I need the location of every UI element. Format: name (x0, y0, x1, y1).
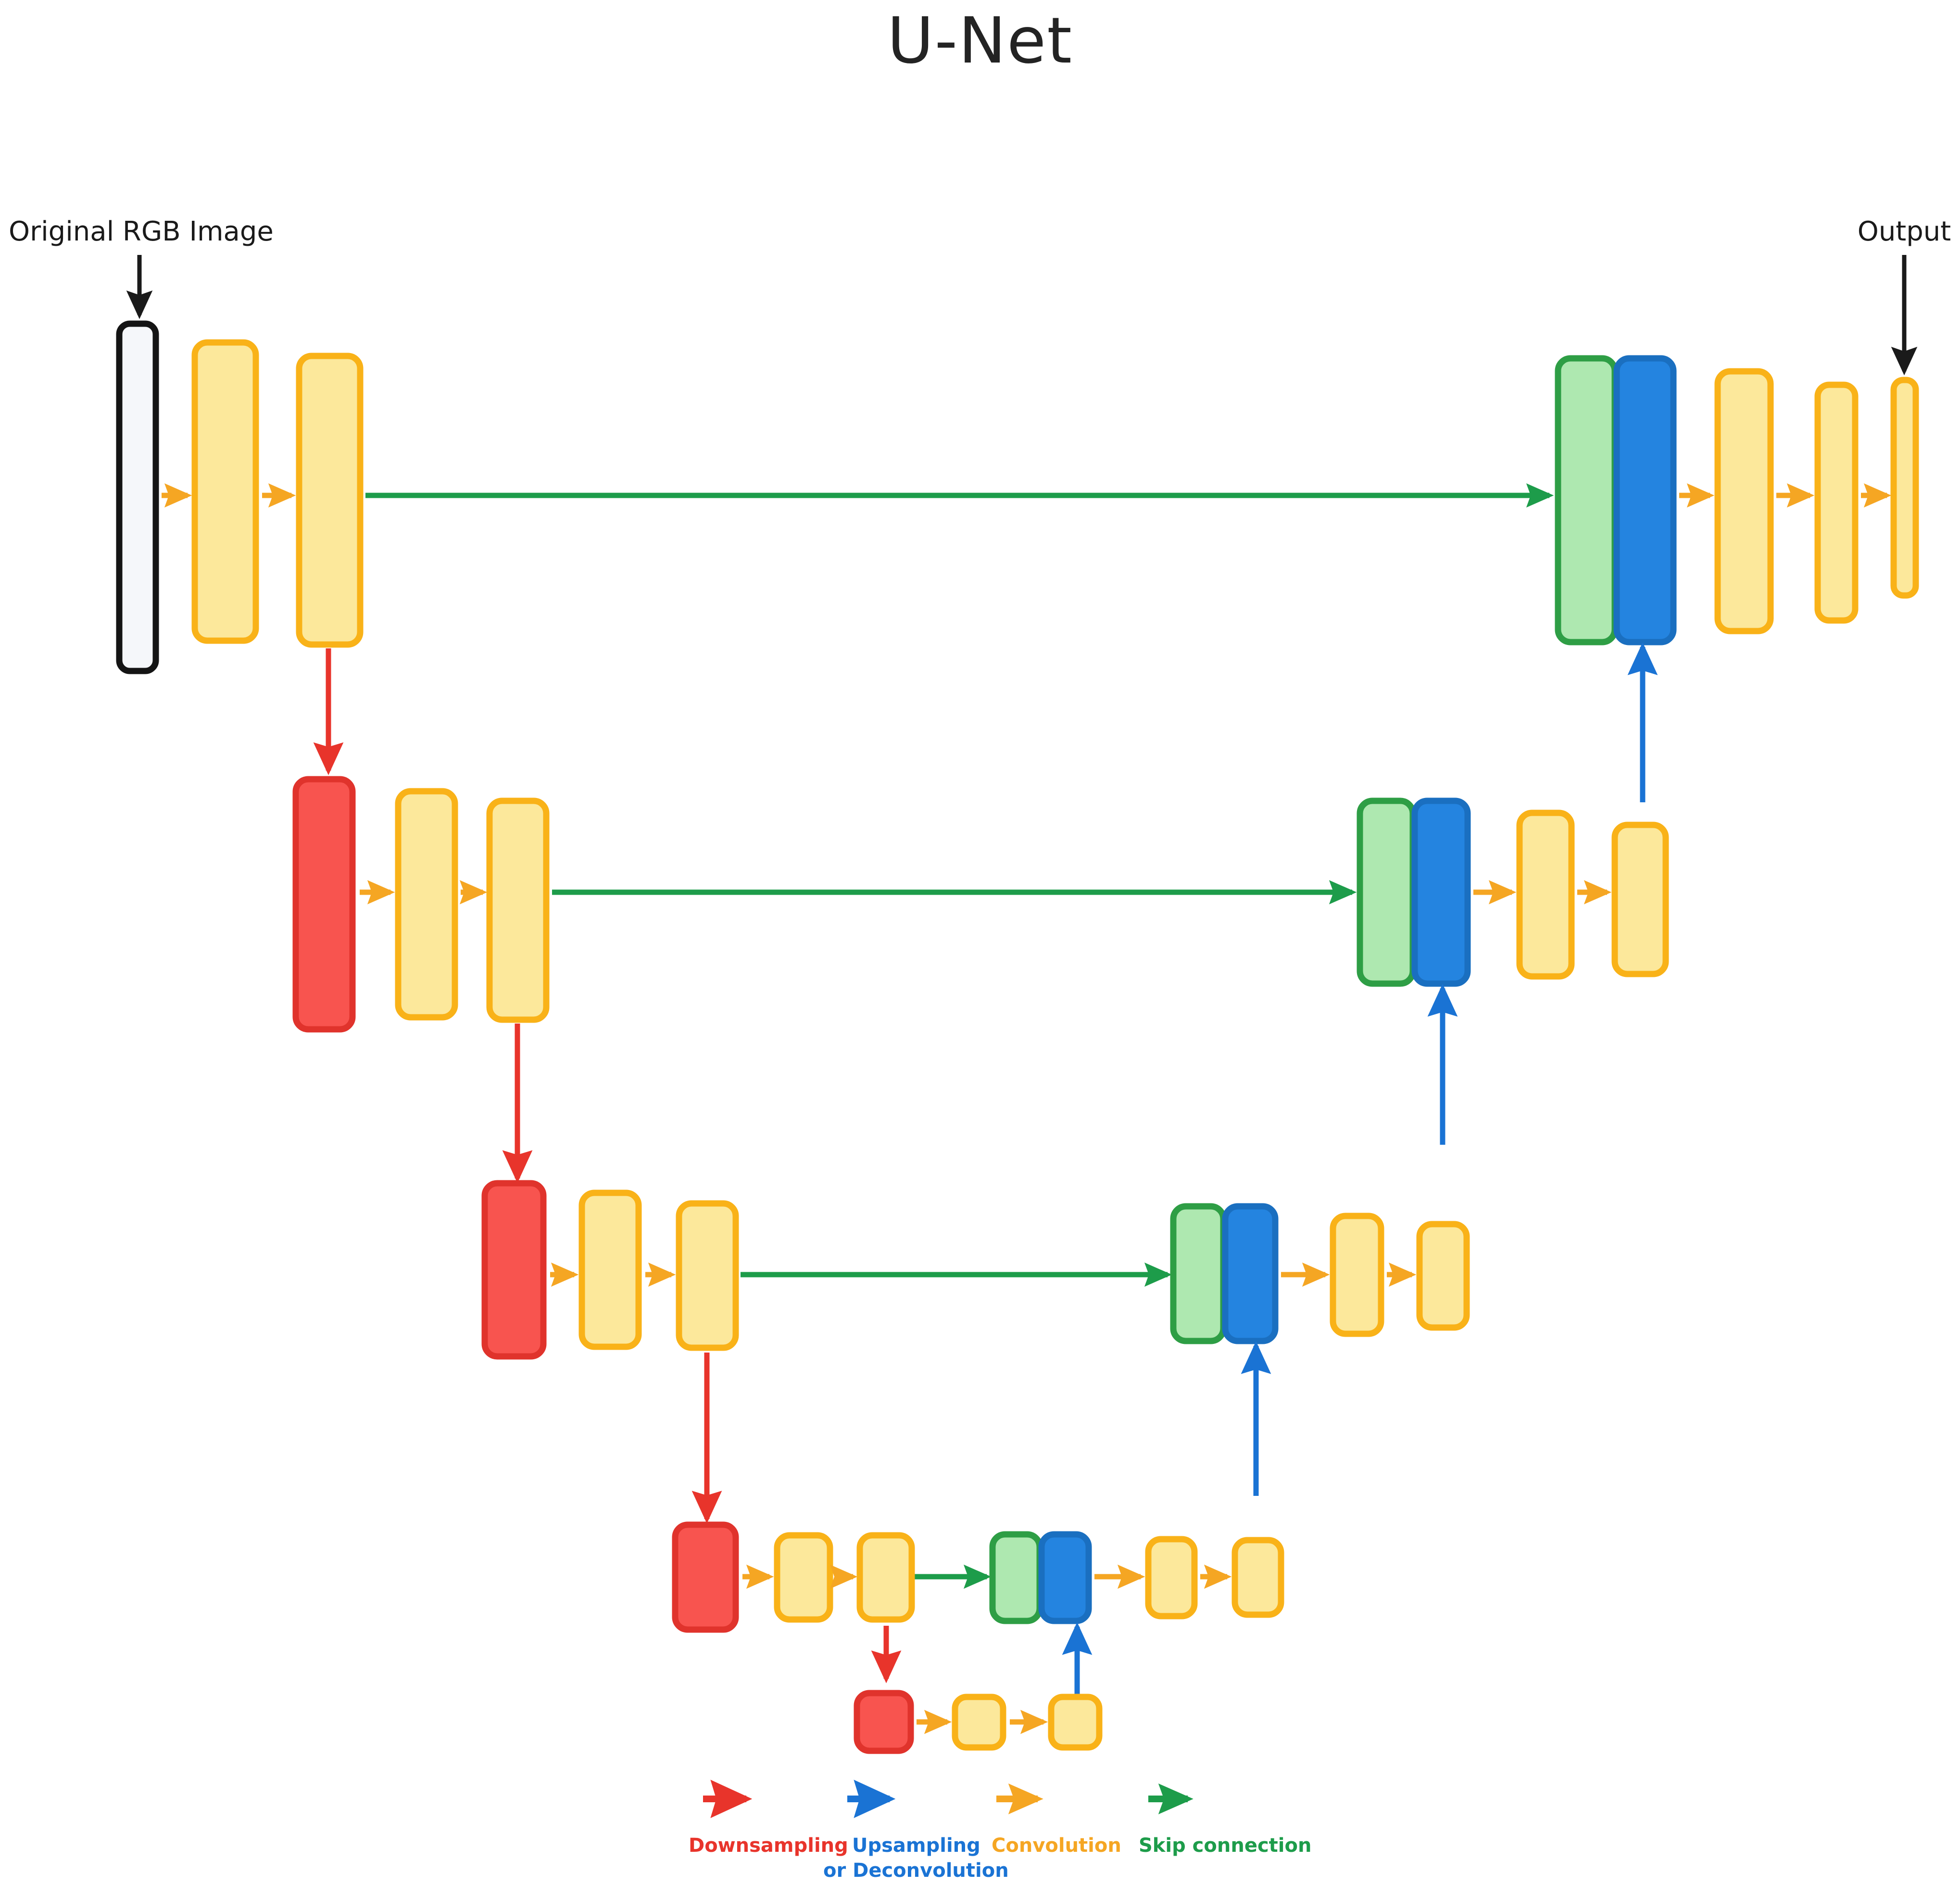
enc1-conv2-block (296, 353, 364, 648)
dec2-conv2-block (1611, 822, 1669, 977)
dec4-conv2-block (1231, 1537, 1284, 1618)
legend-label-downsampling: Downsampling (689, 1834, 848, 1857)
dec3-conv2-block (1416, 1221, 1470, 1331)
legend-label-skip-connection: Skip connection (1139, 1834, 1311, 1857)
original-rgb-image-block (116, 320, 159, 674)
dec3-upsample-block (1222, 1203, 1279, 1344)
enc1-conv1-block (191, 339, 259, 644)
bottleneck-conv1-block (952, 1694, 1006, 1751)
enc2-conv2-block (486, 797, 550, 1023)
legend-label-convolution: Convolution (992, 1834, 1121, 1857)
dec1-conv1-block (1714, 368, 1774, 634)
dec1-skip-concat-block (1555, 355, 1618, 645)
legend-item-downsampling[interactable]: Downsampling (689, 1780, 848, 1857)
legend-item-upsampling[interactable]: Upsampling or Deconvolution (823, 1780, 1009, 1882)
dec4-conv1-block (1145, 1536, 1198, 1619)
dec3-conv1-block (1330, 1213, 1384, 1337)
dec3-skip-concat-block (1170, 1203, 1227, 1344)
output-label: Output (1858, 216, 1951, 247)
legend-label-upsampling-line2: or Deconvolution (823, 1860, 1009, 1882)
bottleneck-conv2-block (1048, 1694, 1103, 1751)
page-title: U-Net (887, 4, 1073, 78)
dec2-upsample-block (1411, 797, 1471, 987)
bottleneck-downsample-block (854, 1690, 914, 1754)
dec1-conv2-block (1814, 381, 1859, 624)
enc3-conv1-block (578, 1189, 642, 1350)
legend-item-convolution[interactable]: Convolution (992, 1783, 1121, 1857)
enc4-conv2-block (856, 1532, 915, 1623)
dec2-conv1-block (1516, 810, 1575, 980)
enc2-downsample-block (292, 776, 356, 1033)
dec4-skip-concat-block (989, 1531, 1043, 1624)
enc3-downsample-block (481, 1180, 547, 1360)
enc4-conv1-block (774, 1532, 833, 1623)
enc4-downsample-block (672, 1521, 739, 1633)
dec4-upsample-block (1038, 1531, 1092, 1624)
enc3-conv2-block (676, 1200, 739, 1351)
legend: Downsampling Upsampling or Deconvolution… (689, 1780, 1311, 1882)
legend-item-skip-connection[interactable]: Skip connection (1139, 1783, 1311, 1857)
dec1-upsample-block (1613, 355, 1677, 645)
legend-label-upsampling: Upsampling (852, 1834, 980, 1857)
input-label: Original RGB Image (9, 216, 274, 247)
dec2-skip-concat-block (1357, 797, 1416, 987)
output-block (1890, 377, 1919, 599)
enc2-conv1-block (395, 788, 458, 1021)
